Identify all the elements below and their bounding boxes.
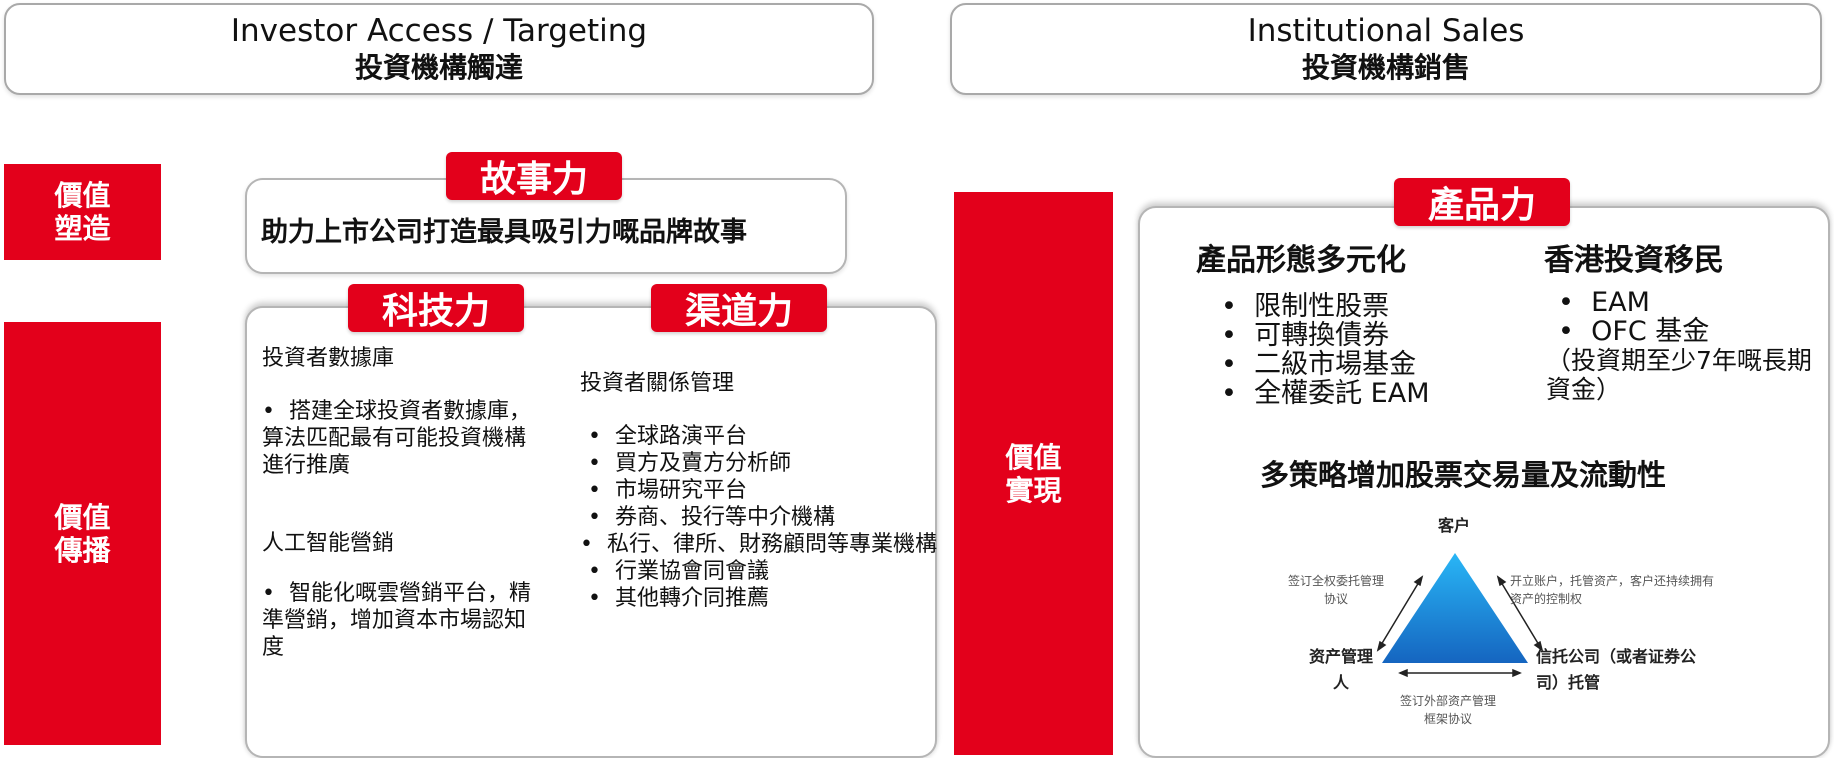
arrow-head — [1413, 575, 1424, 587]
story-text: 助力上市公司打造最具吸引力嘅品牌故事 — [261, 217, 747, 248]
list-item: 限制性股票 — [1221, 292, 1430, 321]
hk-immigration-note: （投資期至少7年嘅長期資金） — [1546, 346, 1812, 404]
arrow-head — [1533, 640, 1544, 652]
side-label-value-spread: 價值傳播 — [4, 322, 161, 745]
header-institutional-sales-zh: 投資機構銷售 — [1301, 51, 1470, 84]
arrow-head — [1496, 575, 1507, 587]
diagram-right-edge-label: 开立账户，托管资产，客户还持续拥有资产的控制权 — [1510, 574, 1715, 606]
list-item: 市場研究平台 — [588, 477, 940, 504]
list-item: 全球路演平台 — [588, 423, 940, 450]
list-item: OFC 基金 — [1558, 317, 1709, 346]
header-investor-access-zh: 投資機構觸達 — [354, 51, 523, 84]
diagram-bottom-edge-label: 签订外部资产管理框架协议 — [1400, 694, 1497, 726]
arrow-head — [1376, 640, 1387, 652]
arrow-head — [1512, 668, 1522, 678]
right-edge-arrow — [1497, 576, 1543, 651]
hk-immigration-list: EAM OFC 基金 — [1558, 288, 1709, 346]
list-item: 可轉換債券 — [1221, 321, 1430, 350]
ir-management-title: 投資者關係管理 — [580, 371, 735, 396]
diversified-products-list: 限制性股票 可轉換債券 二級市場基金 全權委託 EAM — [1221, 292, 1430, 408]
side-label-value-realization: 價值實現 — [954, 192, 1113, 755]
diagram-left-label: 资产管理人 — [1308, 647, 1373, 692]
bullet-icon: • — [262, 581, 289, 606]
bullet-icon: • — [262, 399, 289, 424]
strategy-title: 多策略增加股票交易量及流動性 — [1260, 458, 1667, 492]
left-edge-arrow — [1377, 576, 1423, 651]
side-label-value-creation: 價值塑造 — [4, 164, 161, 260]
investor-database-bullet: • 搭建全球投資者數據庫，算法匹配最有可能投資機構進行推廣 — [262, 399, 531, 478]
list-item: 券商、投行等中介機構 — [588, 504, 940, 531]
list-item: 買方及賣方分析師 — [588, 450, 940, 477]
header-investor-access-en: Investor Access / Targeting — [230, 13, 648, 49]
triangle-shape — [1382, 553, 1528, 663]
investor-database-title: 投資者數據庫 — [262, 346, 395, 371]
diagram-arrows — [1376, 575, 1544, 678]
list-item: EAM — [1558, 288, 1709, 317]
list-item: 全權委託 EAM — [1221, 379, 1429, 408]
header-institutional-sales-en: Institutional Sales — [1247, 13, 1525, 49]
custody-triangle-diagram — [1382, 553, 1528, 663]
header-investor-access: Investor Access / Targeting 投資機構觸達 — [4, 3, 874, 95]
story-tab: 故事力 — [446, 152, 622, 200]
product-tab: 產品力 — [1394, 178, 1570, 226]
tech-tab: 科技力 — [348, 284, 524, 332]
ai-marketing-title: 人工智能營銷 — [262, 531, 395, 556]
channel-list: 全球路演平台 買方及賣方分析師 市場研究平台 券商、投行等中介機構 私行、律所、… — [588, 423, 940, 612]
list-item: 私行、律所、財務顧問等專業機構 — [580, 531, 940, 558]
list-item: 其他轉介同推薦 — [588, 585, 940, 612]
diagram-top-label: 客户 — [1437, 516, 1470, 535]
list-item: 行業協會同會議 — [588, 558, 940, 585]
diagram-right-label: 信托公司（或者证券公司）托管 — [1536, 647, 1697, 692]
diversified-products-title: 產品形態多元化 — [1196, 243, 1406, 278]
hk-immigration-title: 香港投資移民 — [1544, 243, 1724, 278]
list-item: 二級市場基金 — [1221, 350, 1430, 379]
ai-marketing-bullet: • 智能化嘅雲營銷平台，精準營銷，增加資本市場認知度 — [262, 581, 531, 660]
header-institutional-sales: Institutional Sales 投資機構銷售 — [950, 3, 1822, 95]
arrow-head — [1398, 668, 1408, 678]
diagram-left-edge-label: 签订全权委托管理协议 — [1288, 574, 1385, 606]
channel-tab: 渠道力 — [651, 284, 827, 332]
